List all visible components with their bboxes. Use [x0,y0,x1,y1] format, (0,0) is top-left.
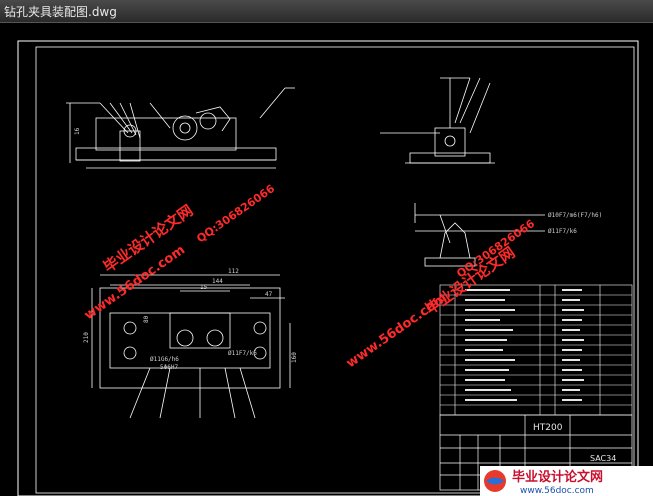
watermark-qq-1: QQ:306826066 [194,182,277,246]
dim-160: 160 [291,352,298,363]
fit-note-2b: Ø11G6/h6 [150,356,179,363]
front-view [66,87,295,169]
dim-15: 15 [200,284,208,291]
window-title: 钻孔夹具装配图.dwg [4,5,117,19]
watermark-group-right: 毕业设计论文网 www.56doc.com QQ:306826066 [344,217,538,371]
logo-text: 毕业设计论文网 [512,469,603,485]
dim-210: 210 [83,332,90,343]
dim-16: 16 [74,127,81,135]
dim-112: 112 [228,268,239,275]
dim-80: 80 [143,315,150,323]
cad-viewport[interactable]: 16 Ø10F7/m6(F7/h6) Ø11F7/k6 [0,23,653,496]
watermark-group-left: 毕业设计论文网 www.56doc.com QQ:306826066 [82,182,278,323]
drawing-number: SAC34 [590,454,616,463]
logo-svg: 毕业设计论文网 www.56doc.com [484,469,603,496]
site-logo: 毕业设计论文网 www.56doc.com [480,466,653,496]
plan-view [91,274,291,419]
logo-url: www.56doc.com [520,486,594,496]
drawing-border [17,40,639,496]
watermark-url-2: www.56doc.com [344,291,450,372]
hole-note: 5Φ6H7 [160,364,178,371]
window-titlebar: 钻孔夹具装配图.dwg [0,0,653,23]
fit-note-2: Ø11F7/k6 [548,228,577,235]
parts-list [439,284,633,416]
logo-globe-band [486,477,504,485]
material-label: HT200 [533,423,563,433]
side-view [380,77,495,164]
section-view [414,203,545,267]
dim-144: 144 [212,278,223,285]
fit-note-3: Ø11F7/k6 [228,350,257,357]
drawing-frame [35,46,635,494]
dim-47: 47 [265,291,273,298]
parts-list-fill [465,289,584,401]
fit-note-1: Ø10F7/m6(F7/h6) [548,212,602,219]
drawing-canvas[interactable]: 16 Ø10F7/m6(F7/h6) Ø11F7/k6 [0,23,653,496]
